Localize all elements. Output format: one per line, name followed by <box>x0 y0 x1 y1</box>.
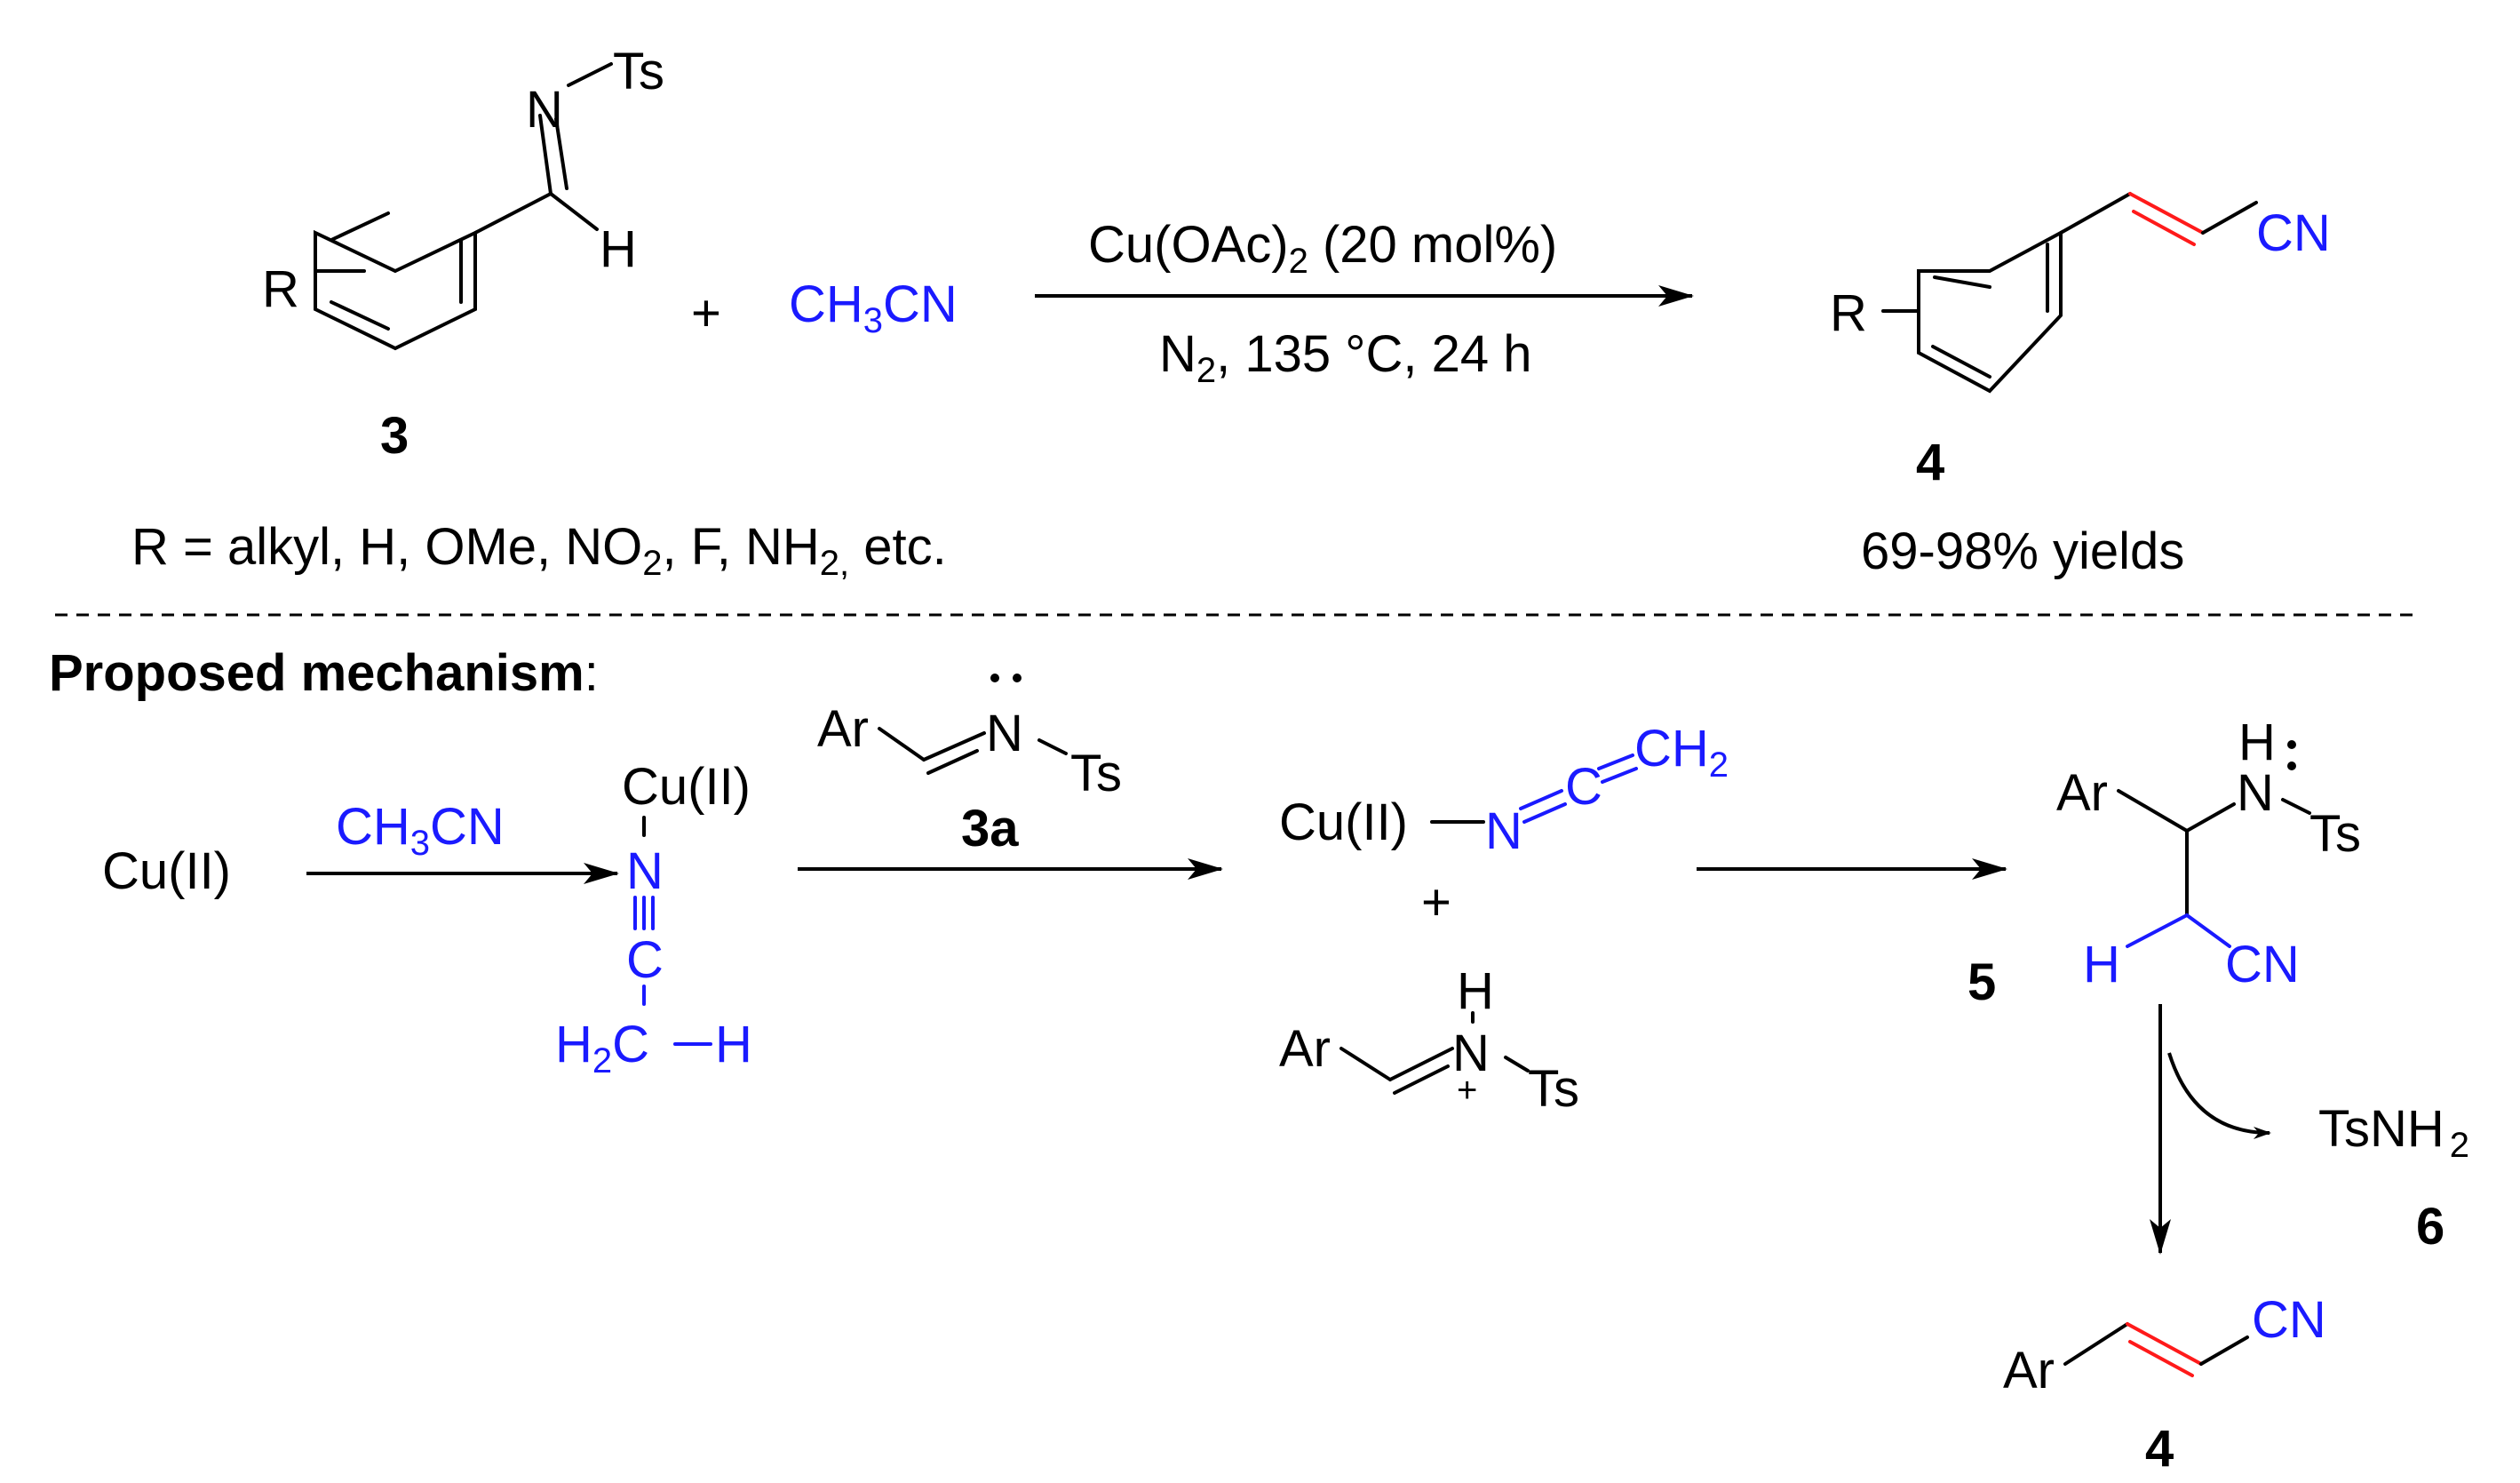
adduct-ar-label: Ar <box>2056 764 2108 822</box>
iminium-ion: Ar H N + Ts <box>1279 962 1579 1118</box>
final-ar-label: Ar <box>2003 1342 2055 1399</box>
alkene-double-bond <box>2128 192 2205 235</box>
aromatic-bond <box>1931 345 1991 379</box>
substrate-ts-label: Ts <box>613 43 664 100</box>
adduct-ts-label: Ts <box>2309 805 2361 863</box>
final-product-4: Ar CN 4 <box>2003 1291 2326 1478</box>
benzene-ring <box>314 229 477 351</box>
ar-c-bond <box>1339 1047 1392 1081</box>
compound-number-3: 3 <box>380 407 409 465</box>
lone-pair-dot <box>2287 761 2296 770</box>
ketenimine-ch2-label: CH2 <box>1634 720 1729 785</box>
product-cn-label: CN <box>2256 204 2331 262</box>
plus-sign: + <box>691 284 721 342</box>
adduct-n-label: N <box>2237 764 2274 822</box>
byproduct-curved-arrow <box>2167 1052 2271 1139</box>
iminium-ar-label: Ar <box>1279 1020 1331 1078</box>
alkene-double-bond <box>2128 1340 2194 1377</box>
adduct-5: H Ar N Ts H CN 5 <box>1968 714 2361 1011</box>
start-cu-ii: Cu(II) <box>102 842 231 900</box>
substituent-scope: R = alkyl, H, OMe, NO2, F, NH2, etc. <box>131 518 947 583</box>
c-c-double-bond <box>1601 767 1638 784</box>
reaction-conditions: N2, 135 °C, 24 h <box>1159 325 1531 390</box>
catalyst-conditions: Cu(OAc)2 (20 mol%) <box>1088 216 1557 281</box>
ch-bond <box>549 192 599 231</box>
ar-c-bond <box>878 727 926 761</box>
imine-3a: Ar N Ts 3a <box>817 674 1122 857</box>
complex-ch2-label: H2C <box>555 1016 649 1080</box>
substrate-h-label: H <box>600 220 637 278</box>
yield-text: 69-98% yields <box>1861 522 2184 580</box>
final-compound-number-4: 4 <box>2145 1420 2174 1478</box>
iminium-ts-label: Ts <box>1528 1060 1579 1118</box>
c-n-bond <box>2185 802 2236 833</box>
iminium-h-label: H <box>1457 962 1494 1020</box>
mechanism-heading: Proposed mechanism: <box>49 644 599 702</box>
imine-double-bond <box>554 117 568 190</box>
ketenimine-n-label: N <box>1485 802 1522 860</box>
n-ts-bond <box>1037 738 1068 755</box>
adduct-h-label: H <box>2238 714 2276 771</box>
compound-number-3a: 3a <box>961 800 1019 857</box>
aromatic-bond <box>330 300 390 331</box>
adduct-cn-label: CN <box>2225 936 2300 993</box>
compound-number-5: 5 <box>1968 953 1996 1011</box>
cu-nitrile-complex: Cu(II) N C H2C H <box>555 758 752 1080</box>
acetonitrile-reagent: CH3CN <box>789 275 958 340</box>
imine-n-label: N <box>986 705 1023 762</box>
ketenimine-cu-label: Cu(II) <box>1279 793 1408 851</box>
compound-number-4: 4 <box>1916 434 1944 491</box>
imine-double-bond <box>926 749 979 775</box>
aromatic-bond <box>330 211 390 242</box>
mechanism-plus-sign: + <box>1421 873 1451 931</box>
nitrile-bond <box>2199 1335 2249 1366</box>
iminium-double-bond <box>1388 1047 1454 1081</box>
lone-pair-dot <box>2287 740 2296 749</box>
product-r-label: R <box>1830 284 1867 342</box>
vinyl-bond <box>2059 192 2132 235</box>
alkene-double-bond <box>2132 210 2196 246</box>
cu-ketenimine: Cu(II) N C CH2 <box>1279 720 1729 860</box>
n-c-double-bond <box>1522 802 1567 824</box>
c-c-double-bond <box>1597 753 1634 770</box>
imine-ar-label: Ar <box>817 700 869 758</box>
substrate-n-label: N <box>526 81 563 139</box>
c-h-bond <box>2126 913 2189 948</box>
imine-double-bond <box>922 731 986 761</box>
n-c-double-bond <box>1519 789 1563 810</box>
ar-c-bond <box>2063 1322 2129 1366</box>
final-cn-label: CN <box>2252 1291 2326 1349</box>
imine-double-bond <box>538 114 552 195</box>
lone-pair-dot <box>990 674 999 682</box>
nitrile-bond <box>2201 201 2258 235</box>
ketenimine-c-label: C <box>1565 758 1602 816</box>
complex-c-label: C <box>626 931 664 989</box>
product-benzene-ring <box>1917 229 2063 394</box>
complex-n-label: N <box>626 842 664 900</box>
product-4: CN R 4 69-98% yields <box>1830 192 2331 580</box>
adduct-h-blue-label: H <box>2083 936 2120 993</box>
iminium-double-bond <box>1393 1064 1450 1095</box>
c-cn-bond <box>2185 913 2231 948</box>
imine-ts-label: Ts <box>1070 745 1122 802</box>
n-ts-bond <box>567 62 613 87</box>
compound-number-6: 6 <box>2416 1198 2444 1256</box>
alkene-double-bond <box>2126 1322 2203 1366</box>
substrate-r-label: R <box>262 260 299 318</box>
complex-h-label: H <box>715 1016 752 1073</box>
aryl-bond <box>473 192 552 235</box>
ar-c-bond <box>2117 789 2189 833</box>
step1-acetonitrile: CH3CN <box>336 798 505 863</box>
n-ts-bond <box>1504 1056 1530 1072</box>
iminium-n-label: N <box>1452 1025 1490 1082</box>
complex-cu-label: Cu(II) <box>622 758 751 816</box>
lone-pair-dot <box>1013 674 1022 682</box>
aromatic-bond <box>1933 275 1991 289</box>
iminium-charge: + <box>1457 1071 1477 1110</box>
substrate-3: N Ts H R 3 <box>262 43 664 465</box>
n-ts-bond <box>2281 798 2311 815</box>
